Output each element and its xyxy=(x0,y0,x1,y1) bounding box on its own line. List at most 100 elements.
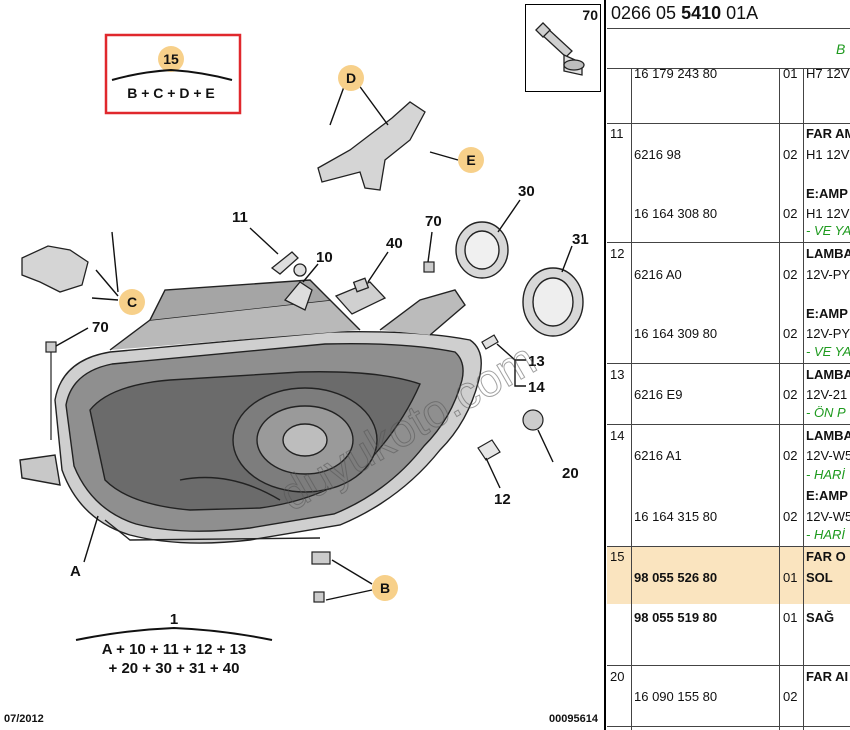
row-divider xyxy=(607,665,850,666)
description-title: LAMBA xyxy=(806,428,850,443)
group-box-15: 15 B + C + D + E xyxy=(104,33,242,115)
row-index-13: 13 xyxy=(610,367,625,382)
part-bulb-11 xyxy=(270,251,299,275)
svg-text:E: E xyxy=(466,152,475,168)
part-number[interactable]: 16 164 308 80 xyxy=(634,206,718,221)
part-number[interactable]: 6216 E9 xyxy=(634,387,683,402)
col-divider-part xyxy=(779,68,780,730)
label-a: A xyxy=(70,563,81,580)
label-10: 10 xyxy=(316,249,333,266)
bolt-icon xyxy=(535,22,585,76)
part-number[interactable]: 6216 A1 xyxy=(634,448,682,463)
assembly-brace xyxy=(75,626,273,641)
part-number[interactable]: 6216 A0 xyxy=(634,267,682,282)
part-clip-b xyxy=(311,551,331,603)
svg-text:C: C xyxy=(127,294,137,310)
part-bracket-d xyxy=(317,101,426,191)
row-divider xyxy=(607,68,850,69)
qty: 02 xyxy=(783,267,798,282)
headlamp-housing xyxy=(19,279,482,544)
part-number[interactable]: 98 055 519 80 xyxy=(634,610,718,625)
description: 12V-W5 xyxy=(806,448,850,463)
qty: 01 xyxy=(783,66,798,81)
description-title: FAR AI xyxy=(806,669,849,684)
diagram-code: 00095614 xyxy=(549,713,599,725)
label-13: 13 xyxy=(528,353,545,370)
qty: 01 xyxy=(783,610,798,625)
panel-divider xyxy=(604,0,606,730)
description: H7 12V xyxy=(806,66,850,81)
note: - HARİ xyxy=(806,527,845,542)
row-divider xyxy=(607,242,850,243)
part-bracket-c xyxy=(21,245,89,293)
callout-e: E xyxy=(458,147,484,173)
part-number[interactable]: 16 164 315 80 xyxy=(634,509,718,524)
qty: 02 xyxy=(783,206,798,221)
part-number[interactable]: 6216 98 xyxy=(634,147,681,162)
description-title: E:AMP xyxy=(806,186,848,201)
group-box-formula: B + C + D + E xyxy=(127,85,215,101)
description-title: E:AMP xyxy=(806,488,848,503)
row-divider xyxy=(607,726,850,727)
description-title: LAMBA xyxy=(806,367,850,382)
col-divider-qty xyxy=(803,68,804,730)
description-title: FAR O xyxy=(806,549,846,564)
row-divider xyxy=(607,363,850,364)
part-number[interactable]: 16 090 155 80 xyxy=(634,689,718,704)
assembly-group-1: 1 A + 10 + 11 + 12 + 13 + 20 + 30 + 31 +… xyxy=(75,611,273,677)
note: - HARİ xyxy=(806,467,845,482)
label-31: 31 xyxy=(572,231,589,248)
callout-circle xyxy=(158,46,184,72)
callout-d: D xyxy=(338,65,364,91)
part-number[interactable]: 16 179 243 80 xyxy=(634,66,718,81)
qty: 02 xyxy=(783,387,798,402)
row-divider xyxy=(607,546,850,547)
qty: 02 xyxy=(783,147,798,162)
label-70-upper: 70 xyxy=(425,213,442,230)
parts-table: B 16 179 243 80 01 H7 12V 11 FAR AM 6216… xyxy=(607,28,850,730)
assembly-number: 1 xyxy=(170,611,178,628)
description: H1 12V xyxy=(806,206,850,221)
description: 12V-21 xyxy=(806,387,848,402)
thumbnail-number: 70 xyxy=(582,7,598,23)
description-title: FAR AM xyxy=(806,126,850,141)
part-number[interactable]: 98 055 526 80 xyxy=(634,570,718,585)
label-40: 40 xyxy=(386,235,403,252)
leader-lines xyxy=(55,83,573,601)
row-index-20: 20 xyxy=(610,669,625,684)
table-header-cut: B xyxy=(836,41,846,57)
row-index-12: 12 xyxy=(610,246,625,261)
label-12: 12 xyxy=(494,491,511,508)
part-bulbs-13-14 xyxy=(481,334,499,350)
row-divider xyxy=(607,424,850,425)
col-divider-index xyxy=(631,68,632,730)
row-divider xyxy=(607,123,850,124)
description-title: LAMBA xyxy=(806,246,850,261)
part-socket-20 xyxy=(522,409,544,431)
assembly-line-1: A + 10 + 11 + 12 + 13 xyxy=(102,641,247,658)
callout-c: C xyxy=(119,289,145,315)
description: SAĞ xyxy=(806,610,835,625)
exploded-headlamp-diagram: 15 B + C + D + E xyxy=(4,33,599,725)
description: 12V-W5 xyxy=(806,509,850,524)
thumbnail-bolt-70: 70 xyxy=(525,4,601,92)
note: - ÖN P xyxy=(806,405,846,420)
svg-text:D: D xyxy=(346,70,356,86)
part-socket-40 xyxy=(334,277,387,315)
qty: 02 xyxy=(783,689,798,704)
reference-number: 0266 05 5410 01A xyxy=(611,3,759,23)
callout-b: B xyxy=(372,575,398,601)
row-highlight-15 xyxy=(607,546,850,604)
description: 12V-PY xyxy=(806,267,850,282)
svg-text:B: B xyxy=(380,580,390,596)
label-20: 20 xyxy=(562,465,579,482)
label-14: 14 xyxy=(528,379,545,396)
part-bulb-12 xyxy=(477,439,501,461)
part-number[interactable]: 16 164 309 80 xyxy=(634,326,718,341)
description: SOL xyxy=(806,570,833,585)
description-title: E:AMP xyxy=(806,306,848,321)
note: - VE YA xyxy=(806,344,850,359)
description: 12V-PY xyxy=(806,326,850,341)
row-index-14: 14 xyxy=(610,428,625,443)
qty: 02 xyxy=(783,326,798,341)
